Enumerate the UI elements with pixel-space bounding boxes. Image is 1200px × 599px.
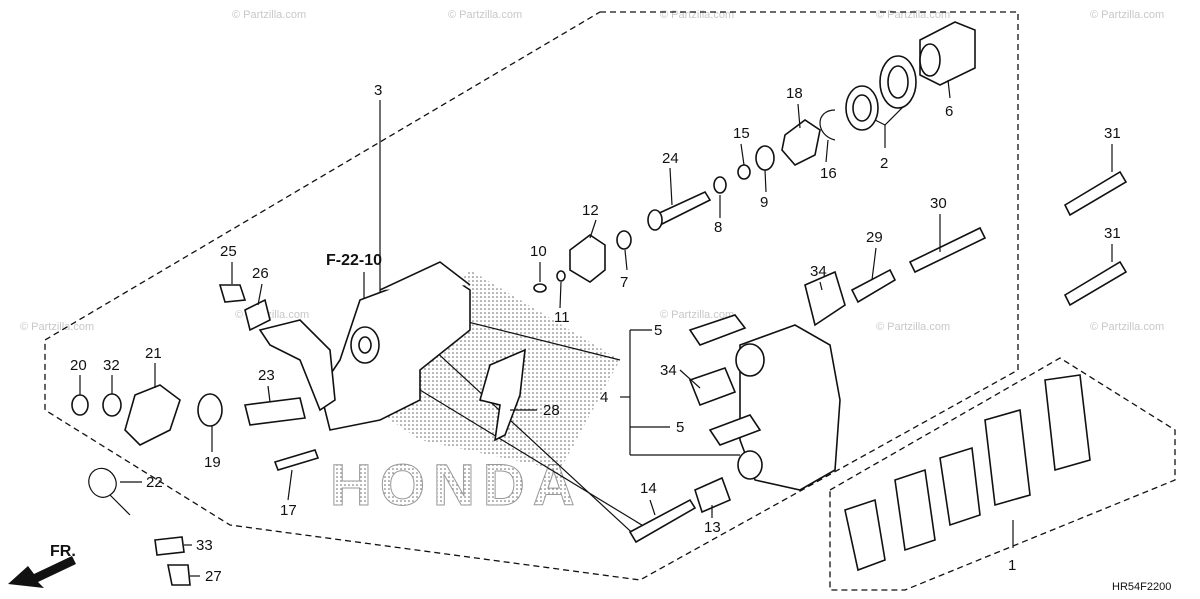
collar — [71, 394, 89, 416]
callout-17: 17 — [280, 502, 297, 519]
watermark-text: © Partzilla.com — [1090, 9, 1164, 21]
watermark-text: © Partzilla.com — [232, 9, 306, 21]
callout-26: 26 — [252, 265, 269, 282]
callout-5-upper: 5 — [654, 322, 662, 339]
callout-28: 28 — [543, 402, 560, 419]
callout-31-upper: 31 — [1104, 125, 1121, 142]
return-spring — [88, 467, 131, 516]
callout-14: 14 — [640, 480, 657, 497]
nut-32 — [102, 393, 122, 417]
circlip — [819, 109, 836, 141]
callout-9: 9 — [760, 194, 768, 211]
small-o-ring — [556, 270, 566, 282]
callout-15: 15 — [733, 125, 750, 142]
callout-21: 21 — [145, 345, 162, 362]
caliper-bracket — [735, 324, 841, 491]
pad-set-outline — [829, 357, 1176, 591]
callout-33: 33 — [196, 537, 213, 554]
callout-25: 25 — [220, 243, 237, 260]
callout-24: 24 — [662, 150, 679, 167]
watermark-text: © Partzilla.com — [448, 9, 522, 21]
direction-label: FR. — [50, 543, 76, 560]
callout-20: 20 — [70, 357, 87, 374]
small-washer — [737, 164, 751, 180]
callout-31-lower: 31 — [1104, 225, 1121, 242]
pad-spring-lower — [708, 414, 762, 446]
callout-12: 12 — [582, 202, 599, 219]
cam — [569, 234, 606, 283]
slide-pin-14 — [628, 498, 697, 544]
callout-16: 16 — [820, 165, 837, 182]
callout-11: 11 — [554, 309, 570, 326]
washer — [755, 145, 775, 171]
callout-13: 13 — [704, 519, 721, 536]
callout-2: 2 — [880, 155, 888, 172]
pin-boot-13 — [694, 476, 732, 514]
callout-3: 3 — [374, 82, 382, 99]
callout-10: 10 — [530, 243, 547, 260]
callout-27: 27 — [205, 568, 222, 585]
adjuster-bolt — [647, 190, 712, 231]
pin-bolt-30 — [908, 226, 987, 274]
caliper-body — [258, 261, 471, 431]
watermark-text: © Partzilla.com — [660, 9, 734, 21]
spring-washer — [713, 176, 727, 194]
flange-bolt-17 — [273, 449, 320, 471]
piston-seals — [845, 55, 917, 131]
callout-34-left: 34 — [660, 362, 677, 379]
watermark-text: © Partzilla.com — [20, 321, 94, 333]
callout-19: 19 — [204, 454, 221, 471]
caliper-assembly-outline — [44, 11, 1019, 581]
retainer-spring — [479, 348, 526, 442]
sealing-washer — [616, 230, 632, 250]
watermark-text: © Partzilla.com — [876, 321, 950, 333]
pin-boot-upper — [688, 367, 737, 407]
o-ring — [533, 283, 547, 293]
mounting-bolt-upper — [1063, 170, 1128, 217]
callout-18: 18 — [786, 85, 803, 102]
pin-boot-lower — [804, 270, 846, 327]
shaft-pin — [244, 397, 306, 426]
brake-pads — [844, 374, 1091, 572]
brake-arm — [124, 384, 181, 446]
callout-32: 32 — [103, 357, 120, 374]
callout-5-lower: 5 — [676, 419, 684, 436]
drawing-code: HR54F2200 — [1112, 581, 1171, 593]
callout-leaders — [79, 79, 1113, 577]
watermark-text: © Partzilla.com — [1090, 321, 1164, 333]
boot-27 — [167, 564, 191, 586]
callout-23: 23 — [258, 367, 275, 384]
callout-30: 30 — [930, 195, 947, 212]
boot-seal — [197, 393, 223, 427]
callout-6: 6 — [945, 103, 953, 120]
front-direction-arrow: FR. — [8, 543, 76, 588]
mounting-bolt-lower — [1063, 260, 1128, 307]
callout-4: 4 — [600, 389, 608, 406]
bleeder-screw — [218, 284, 247, 303]
callout-29: 29 — [866, 229, 883, 246]
slide-pin-29 — [850, 268, 897, 304]
watermark-layer: © Partzilla.com © Partzilla.com © Partzi… — [20, 9, 1164, 333]
pad-spring-upper — [688, 314, 747, 346]
adjuster-nut — [781, 119, 821, 166]
callout-8: 8 — [714, 219, 722, 236]
callout-7: 7 — [620, 274, 628, 291]
callout-1: 1 — [1008, 557, 1016, 574]
piston — [919, 21, 976, 86]
callout-34-right: 34 — [810, 263, 827, 280]
callout-labels: 1 2 3 4 5 5 6 7 8 9 10 11 12 13 14 15 16… — [70, 82, 1121, 585]
cap-33 — [154, 536, 185, 556]
reference-label: F-22-10 — [326, 252, 382, 269]
callout-22: 22 — [146, 474, 163, 491]
watermark-text: © Partzilla.com — [660, 309, 734, 321]
watermark-text: © Partzilla.com — [876, 9, 950, 21]
